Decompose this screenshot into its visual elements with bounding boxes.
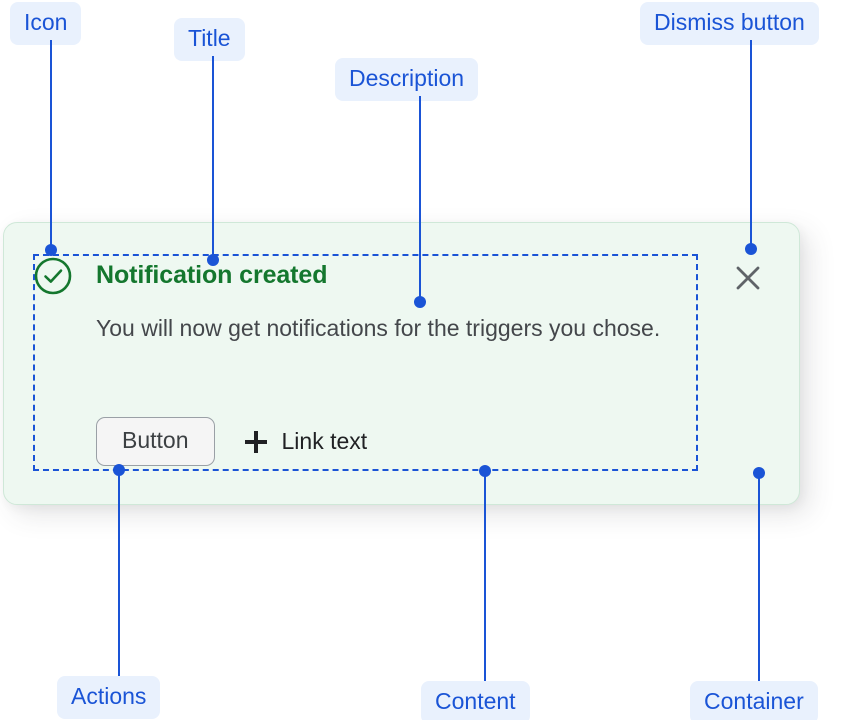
notification-content-outline xyxy=(33,254,698,471)
notification-description: You will now get notifications for the t… xyxy=(96,315,661,341)
leader-line-actions xyxy=(118,470,120,676)
annotation-label-title: Title xyxy=(174,18,245,61)
leader-dot-title xyxy=(207,254,219,266)
leader-line-dismiss xyxy=(750,40,752,250)
leader-dot-dismiss xyxy=(745,243,757,255)
annotation-label-container: Container xyxy=(690,681,818,720)
leader-dot-icon xyxy=(45,244,57,256)
annotation-label-dismiss: Dismiss button xyxy=(640,2,819,45)
annotation-label-content: Content xyxy=(421,681,530,720)
plus-icon xyxy=(244,430,267,453)
action-link-label: Link text xyxy=(281,428,368,454)
leader-line-container xyxy=(758,476,760,681)
annotation-label-actions: Actions xyxy=(57,676,161,719)
notification-actions: Button Link text xyxy=(96,417,367,466)
leader-line-description xyxy=(419,96,421,302)
annotation-label-description: Description xyxy=(335,58,479,101)
action-link[interactable]: Link text xyxy=(244,428,368,454)
annotation-label-icon: Icon xyxy=(10,2,82,45)
leader-line-icon xyxy=(50,40,52,250)
close-icon xyxy=(736,266,760,290)
leader-dot-description xyxy=(414,296,426,308)
leader-dot-actions xyxy=(113,464,125,476)
leader-dot-content xyxy=(479,465,491,477)
dismiss-button[interactable] xyxy=(731,261,765,295)
leader-line-content xyxy=(484,470,486,681)
action-button[interactable]: Button xyxy=(96,417,215,466)
leader-line-title xyxy=(212,56,214,260)
leader-dot-container xyxy=(753,467,765,479)
check-circle-icon xyxy=(33,256,73,296)
